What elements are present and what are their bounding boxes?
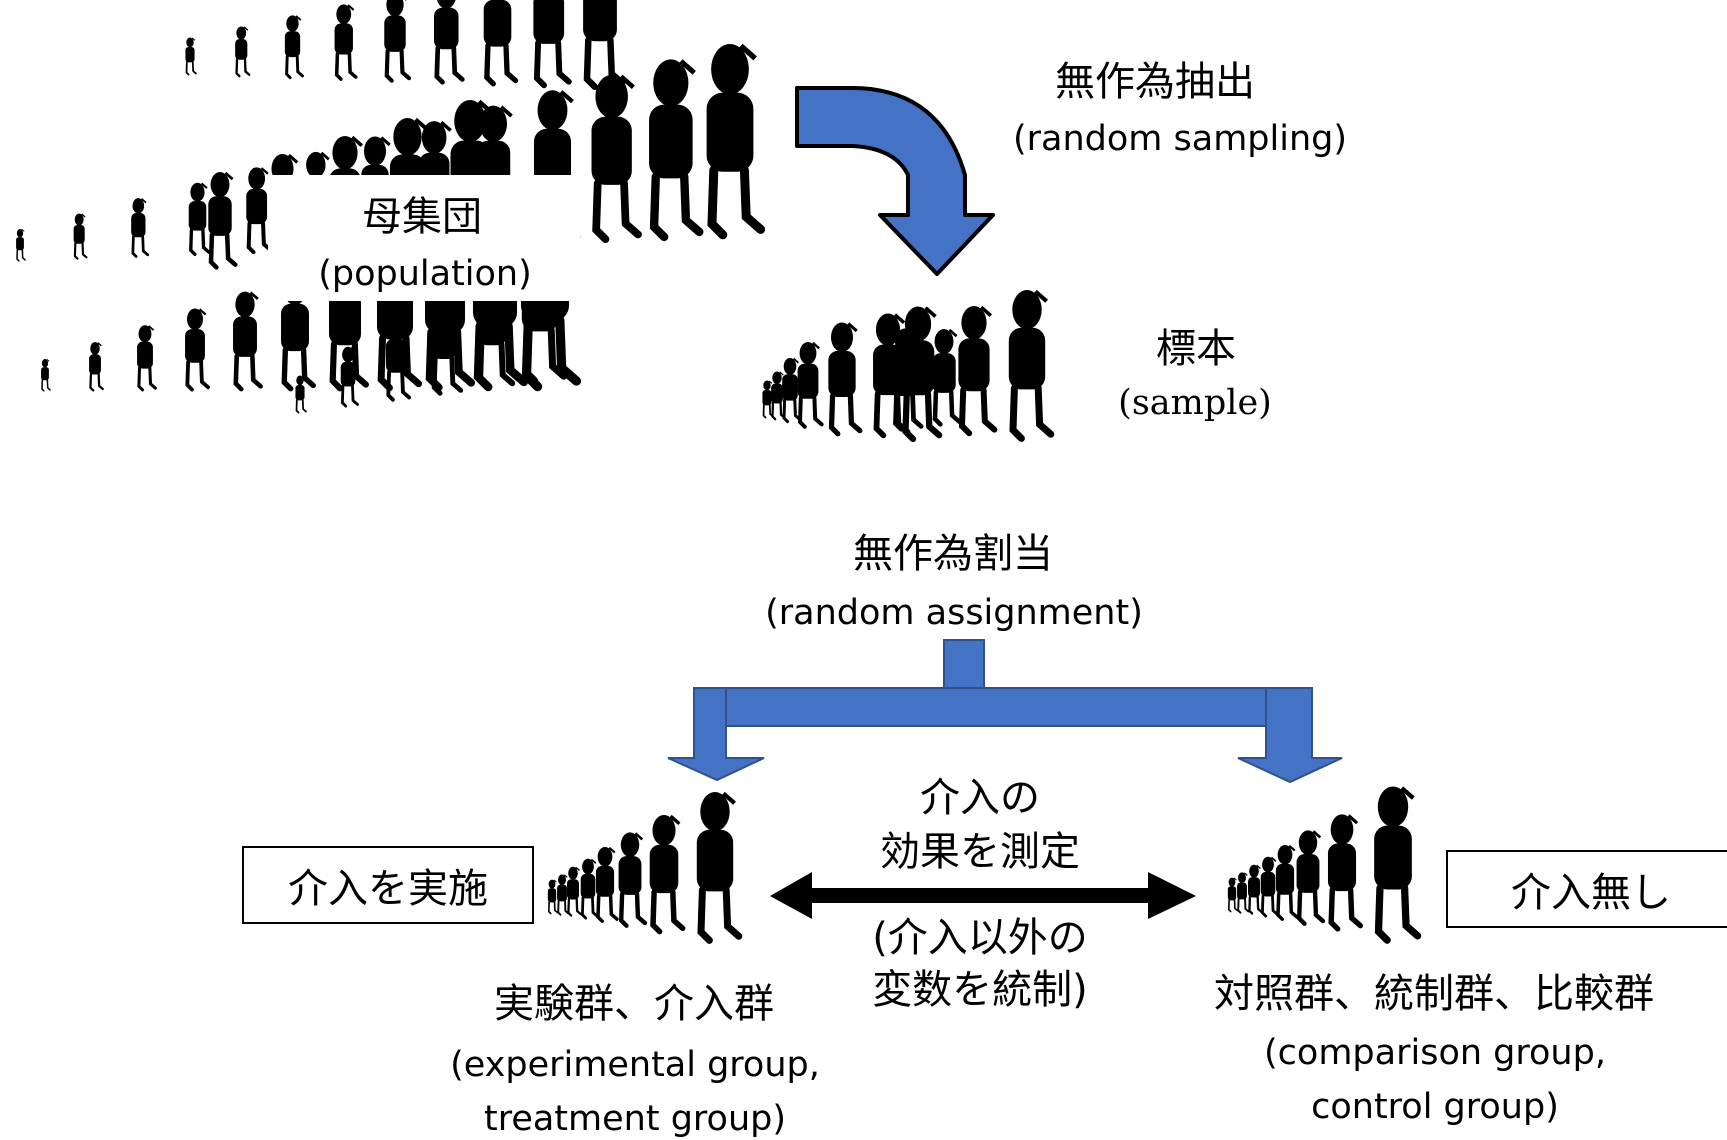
person-figure: [1374, 787, 1418, 941]
no-intervention-box: 介入無し: [1446, 850, 1727, 928]
random-sampling-subtitle: (random sampling): [1012, 119, 1348, 159]
experimental-group-subtitle-2: treatment group): [483, 1099, 786, 1139]
person-figure: [556, 873, 570, 916]
assignment-arrow-left: [667, 687, 765, 782]
person-figure: [384, 0, 409, 81]
person-figure: [1009, 290, 1051, 438]
control-group-subtitle-1: (comparison group,: [1264, 1033, 1606, 1073]
person-figure: [87, 341, 104, 392]
population-label-background: [268, 175, 580, 301]
effect-note-2: 変数を統制): [872, 967, 1088, 1013]
assignment-arrow-right: [1237, 687, 1343, 784]
effect-note-1: (介入以外の: [872, 915, 1088, 961]
person-figure: [619, 832, 645, 925]
person-figure: [579, 857, 599, 920]
random-sampling-title: 無作為抽出: [1055, 59, 1255, 105]
person-figure: [932, 329, 959, 424]
person-figure: [434, 0, 462, 82]
person-figure: [1328, 814, 1360, 928]
sample-crowd: [761, 290, 1051, 439]
effect-line-1: 介入の: [920, 775, 1040, 821]
person-figure: [72, 212, 88, 260]
person-figure: [1236, 871, 1250, 914]
person-figure: [697, 792, 739, 940]
person-figure: [233, 292, 261, 390]
person-figure: [780, 356, 802, 424]
experimental-group-subtitle-1: (experimental group,: [450, 1045, 820, 1085]
sample-subtitle: (sample): [1118, 383, 1272, 423]
person-figure: [208, 172, 235, 267]
person-figure: [332, 2, 358, 81]
person-figure: [184, 36, 197, 76]
person-figure: [592, 75, 639, 239]
assignment-crossbar: [693, 687, 1313, 727]
control-group-title: 対照群、統制群、比較群: [1214, 971, 1654, 1017]
experimental-group-title: 実験群、介入群: [494, 981, 774, 1027]
person-figure: [707, 44, 761, 235]
person-figure: [135, 323, 157, 392]
random-assignment-subtitle: (random assignment): [765, 593, 1143, 633]
effect-line-2: 効果を測定: [880, 829, 1080, 875]
population-subtitle: (population): [318, 254, 532, 294]
double-headed-arrow: [770, 872, 1196, 919]
random-assignment-arrows: [667, 639, 1343, 784]
person-figure: [1246, 863, 1263, 915]
random-assignment-title: 無作為割当: [853, 531, 1053, 577]
assignment-stem: [943, 639, 985, 695]
person-figure: [1259, 855, 1279, 918]
person-figure: [1297, 830, 1323, 923]
person-figure: [583, 0, 622, 87]
control-group-subtitle-2: control group): [1311, 1087, 1559, 1127]
person-figure: [283, 13, 304, 80]
person-figure: [649, 59, 699, 237]
person-figure: [246, 167, 270, 252]
person-figure: [1274, 843, 1299, 921]
person-figure: [129, 196, 150, 258]
person-figure: [187, 181, 211, 256]
person-figure: [183, 306, 210, 392]
person-figure: [828, 323, 860, 434]
person-figure: [958, 306, 994, 433]
person-figure: [1227, 876, 1239, 913]
person-figure: [547, 878, 559, 915]
person-figure: [233, 25, 251, 78]
person-figure: [40, 358, 51, 392]
person-figure: [565, 865, 582, 917]
person-figure: [594, 845, 619, 923]
intervention-box: 介入を実施: [242, 846, 534, 924]
person-figure: [15, 228, 26, 262]
population-title: 母集団: [362, 194, 482, 240]
person-figure: [798, 342, 822, 427]
random-sampling-arrow: [795, 86, 995, 276]
sample-title: 標本: [1156, 326, 1236, 372]
person-figure: [650, 815, 683, 932]
experimental-group-crowd: [547, 792, 739, 940]
person-figure: [484, 0, 516, 84]
control-group-crowd: [1227, 787, 1418, 941]
person-figure: [533, 0, 568, 85]
